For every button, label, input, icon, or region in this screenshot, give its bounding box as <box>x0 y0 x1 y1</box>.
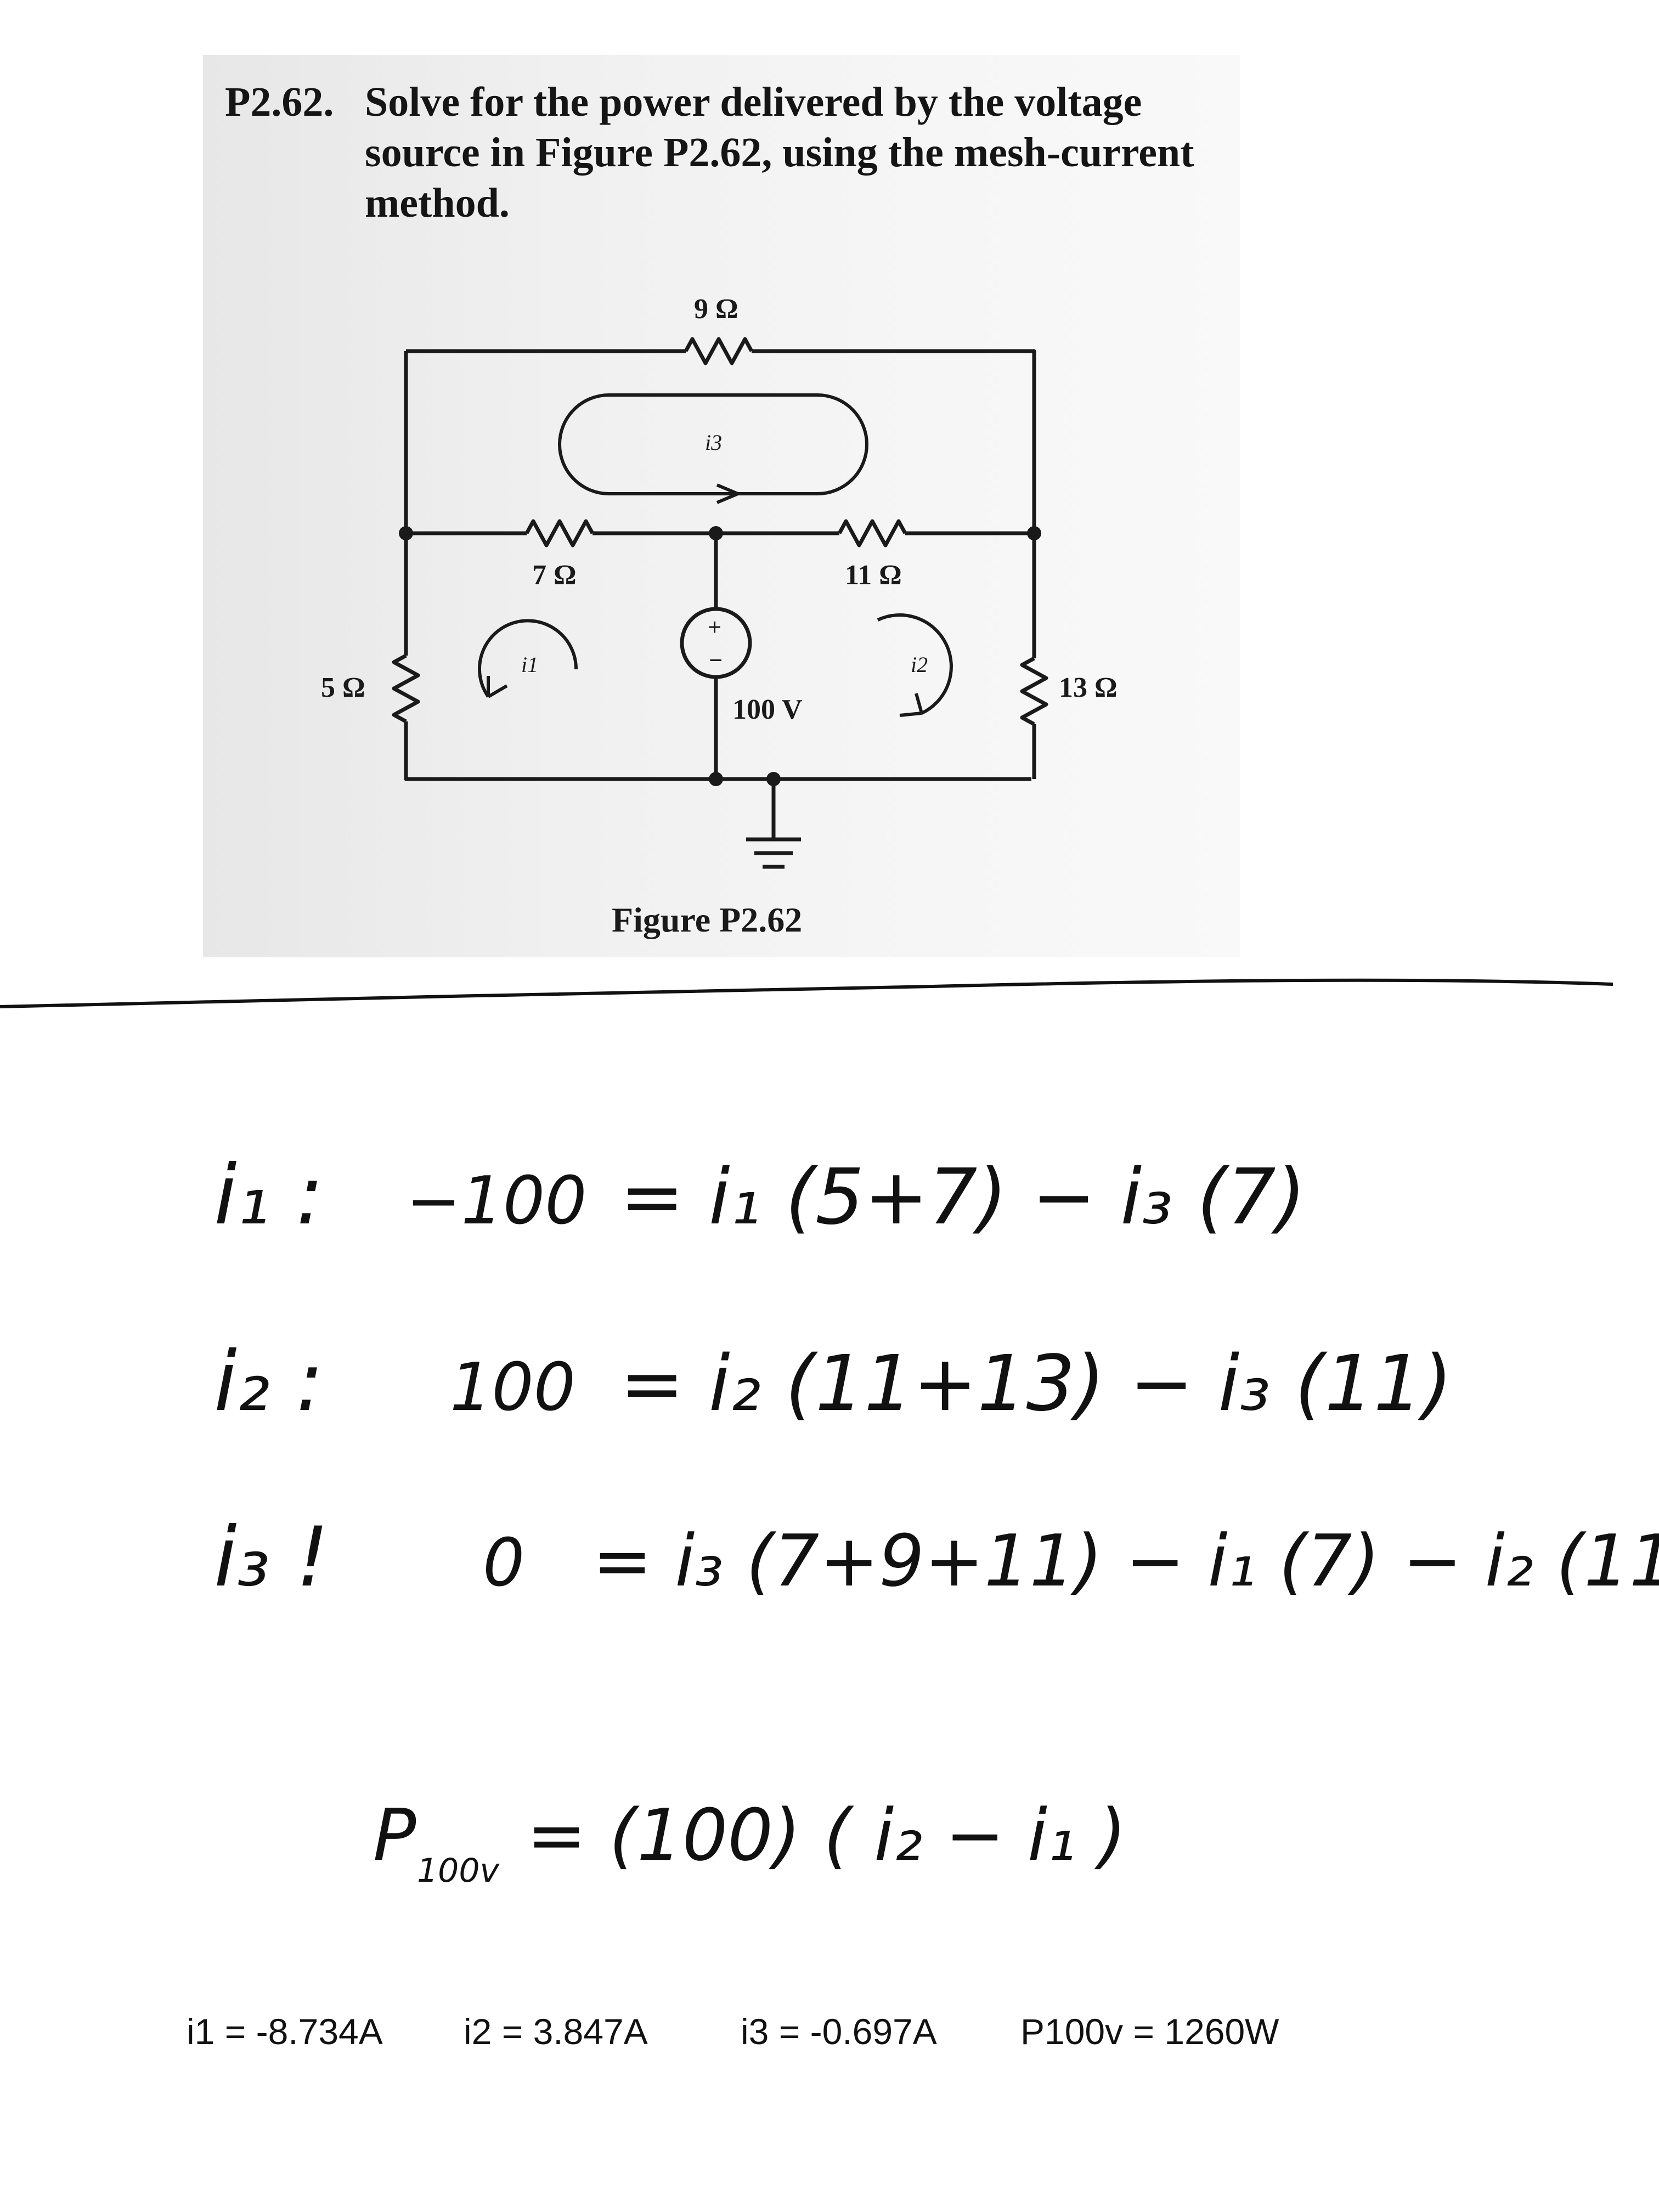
mesh-label-i3: i3 <box>705 430 722 455</box>
result-power: P100v = 1260W <box>1020 2011 1279 2052</box>
eq2-rhs: = i₂ (11+13) − i₃ (11) <box>620 1339 1452 1429</box>
circuit-diagram: 9 Ω 7 Ω 11 Ω 5 Ω 13 Ω 100 V + − i3 i1 i2 <box>321 294 1118 869</box>
label-13ohm: 13 Ω <box>1059 672 1118 703</box>
hand-drawn-divider <box>0 978 1613 1008</box>
eq3-label: i₃ ! <box>214 1510 329 1605</box>
label-9ohm: 9 Ω <box>694 294 738 325</box>
mesh-loop-i2 <box>877 613 953 715</box>
figure-caption: Figure P2.62 <box>612 900 803 939</box>
node-bottom-center <box>709 772 723 786</box>
wire-left-lower <box>404 721 1031 781</box>
result-i1: i1 = -8.734A <box>187 2011 383 2052</box>
resistor-7ohm <box>524 519 595 548</box>
power-rhs: = (100) ( i₂ − i₁ ) <box>527 1793 1126 1877</box>
resistor-13ohm <box>1020 656 1048 726</box>
eq2-lhs: 100 <box>450 1350 575 1426</box>
mesh-label-i1: i1 <box>521 652 538 677</box>
source-plus: + <box>708 614 721 641</box>
handwritten-work: i₁ : −100 = i₁ (5+7) − i₃ (7) i₂ : 100 =… <box>214 1148 1659 1890</box>
label-7ohm: 7 Ω <box>532 560 577 591</box>
resistor-11ohm <box>837 519 907 548</box>
mesh-label-i2: i2 <box>911 652 928 677</box>
label-11ohm: 11 Ω <box>845 560 902 591</box>
results-row: i1 = -8.734A i2 = 3.847A i3 = -0.697A P1… <box>0 2011 1659 2055</box>
node-top-left <box>399 526 413 540</box>
wire-top-right <box>752 349 1036 533</box>
result-i3: i3 = -0.697A <box>741 2011 937 2052</box>
arrow-i1 <box>487 676 508 698</box>
resistor-9ohm <box>684 337 754 365</box>
mesh-loop-i1 <box>478 619 578 698</box>
eq3-lhs: 0 <box>483 1525 524 1601</box>
eq1-rhs: = i₁ (5+7) − i₃ (7) <box>620 1153 1306 1242</box>
result-i2: i2 = 3.847A <box>464 2011 648 2052</box>
textbook-scan: P2.62. Solve for the power delivered by … <box>203 55 1240 957</box>
problem-number: P2.62. <box>225 79 334 125</box>
eq1-lhs: −100 <box>406 1163 587 1239</box>
node-top-center <box>709 526 723 540</box>
ground-symbol <box>746 837 801 869</box>
node-top-right <box>1027 526 1041 540</box>
power-lhs-sub: 100v <box>417 1852 500 1890</box>
eq1-label: i₁ : <box>214 1148 324 1243</box>
problem-text: Solve for the power delivered by the vol… <box>365 79 1194 226</box>
mesh-loop-i3 <box>558 393 868 495</box>
arrow-i3 <box>716 483 739 504</box>
resistor-5ohm <box>392 653 420 724</box>
source-minus: − <box>709 647 723 674</box>
node-ground <box>766 772 781 786</box>
eq2-label: i₂ : <box>214 1334 324 1430</box>
label-100v: 100 V <box>732 694 803 725</box>
power-lhs: P <box>373 1793 416 1877</box>
label-5ohm: 5 Ω <box>321 672 365 703</box>
arrow-i2 <box>899 693 923 717</box>
eq3-rhs: = i₃ (7+9+11) − i₁ (7) − i₂ (11) <box>592 1519 1659 1602</box>
